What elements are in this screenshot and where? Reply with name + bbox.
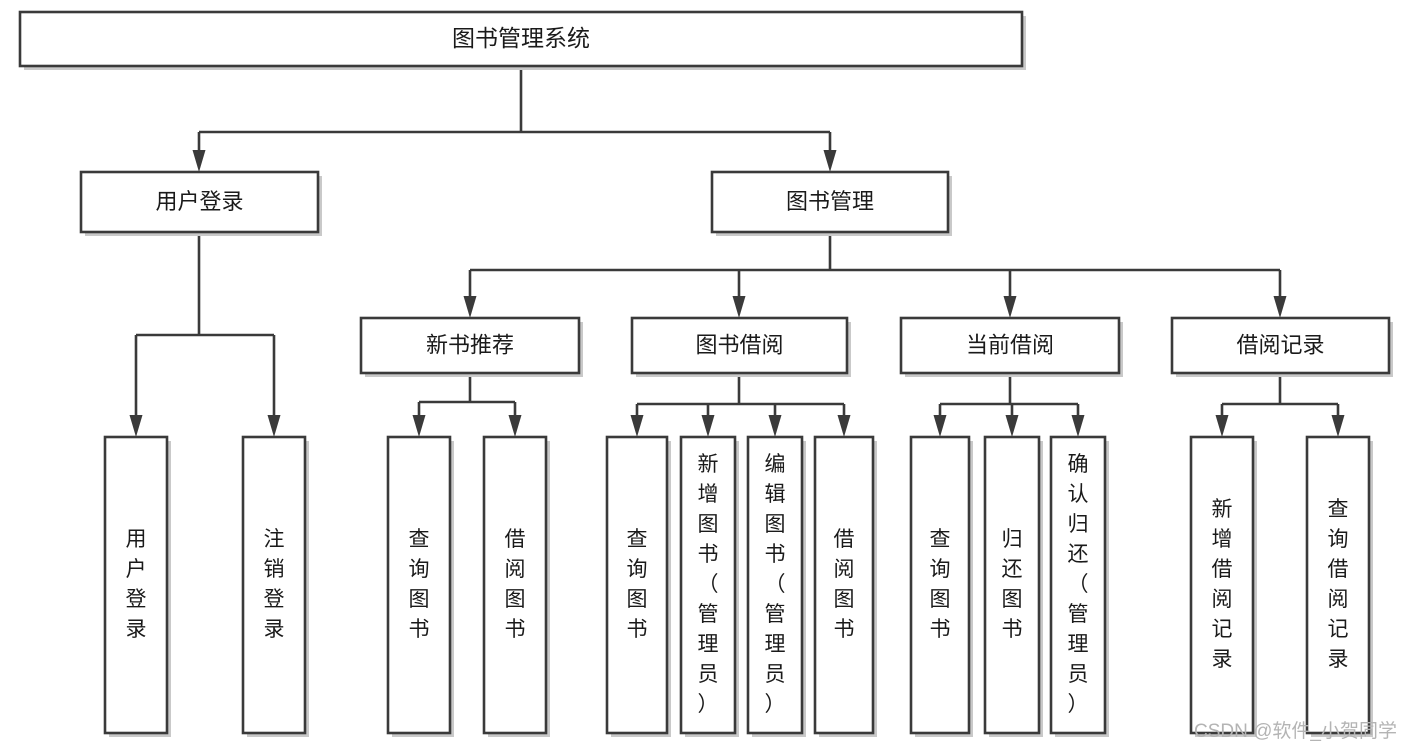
node-box[interactable]: [18, 10, 1024, 68]
node-box[interactable]: [103, 435, 169, 735]
node-label: 新增图书（管理员）: [698, 453, 719, 716]
arrow-head-icon: [630, 415, 644, 437]
node-l_nr_borrow[interactable]: 借阅图书: [482, 435, 550, 737]
connector-new-rec-to-leaves: [412, 373, 522, 437]
node-l_user_logout[interactable]: 注销登录: [241, 435, 309, 737]
arrow-head-icon: [129, 415, 143, 437]
edges-layer: [129, 66, 1345, 437]
node-box[interactable]: [630, 316, 849, 375]
arrow-head-icon: [1331, 415, 1345, 437]
node-label: 图书借阅: [695, 332, 783, 357]
node-label: 用户登录: [126, 528, 147, 641]
node-label: 图书管理: [786, 189, 874, 214]
node-box[interactable]: [679, 435, 737, 735]
node-l_bb_add[interactable]: 新增图书（管理员）: [679, 435, 739, 737]
node-l_cb_confirm[interactable]: 确认归还（管理员）: [1049, 435, 1109, 737]
node-label: 编辑图书（管理员）: [765, 453, 786, 716]
node-label: 借阅图书: [834, 528, 855, 641]
node-box[interactable]: [899, 316, 1121, 375]
node-n_new_rec[interactable]: 新书推荐: [359, 316, 583, 377]
node-n_book_mgmt[interactable]: 图书管理: [710, 170, 952, 236]
arrow-head-icon: [1273, 296, 1287, 318]
node-box[interactable]: [482, 435, 548, 735]
node-l_rec_add[interactable]: 新增借阅记录: [1189, 435, 1257, 737]
node-box[interactable]: [746, 435, 804, 735]
nodes-layer: 图书管理系统用户登录图书管理新书推荐图书借阅当前借阅借阅记录用户登录注销登录查询…: [18, 10, 1393, 737]
arrow-head-icon: [192, 150, 206, 172]
arrow-head-icon: [1071, 415, 1085, 437]
node-n_current[interactable]: 当前借阅: [899, 316, 1123, 377]
node-box[interactable]: [813, 435, 875, 735]
node-label: 查询图书: [409, 528, 430, 641]
arrow-head-icon: [463, 296, 477, 318]
node-label: 注销登录: [264, 528, 285, 641]
node-l_nr_query[interactable]: 查询图书: [386, 435, 454, 737]
connector-root-to-level2: [192, 66, 837, 172]
node-box[interactable]: [359, 316, 581, 375]
connector-borrow-to-leaves: [630, 373, 851, 437]
node-label: 当前借阅: [966, 332, 1054, 357]
connector-record-to-leaves: [1215, 373, 1345, 437]
node-n_record[interactable]: 借阅记录: [1170, 316, 1393, 377]
node-l_bb_borrow[interactable]: 借阅图书: [813, 435, 877, 737]
node-label: 查询图书: [930, 528, 951, 641]
node-label: 用户登录: [155, 189, 243, 214]
node-l_cb_return[interactable]: 归还图书: [983, 435, 1043, 737]
node-box[interactable]: [1049, 435, 1107, 735]
node-label: 新书推荐: [426, 332, 514, 357]
node-box[interactable]: [79, 170, 320, 234]
node-box[interactable]: [710, 170, 950, 234]
node-n_user_login[interactable]: 用户登录: [79, 170, 322, 236]
node-box[interactable]: [386, 435, 452, 735]
node-box[interactable]: [909, 435, 971, 735]
node-box[interactable]: [1189, 435, 1255, 735]
node-l_user_login[interactable]: 用户登录: [103, 435, 171, 737]
node-box[interactable]: [983, 435, 1041, 735]
node-l_bb_query[interactable]: 查询图书: [605, 435, 671, 737]
node-l_rec_query[interactable]: 查询借阅记录: [1305, 435, 1373, 737]
arrow-head-icon: [701, 415, 715, 437]
csdn-watermark: CSDN @软件_小贺同学: [1194, 721, 1397, 742]
connector-user-login-to-leaves: [129, 232, 281, 437]
node-l_cb_query[interactable]: 查询图书: [909, 435, 973, 737]
arrow-head-icon: [823, 150, 837, 172]
node-label: 新增借阅记录: [1212, 498, 1233, 671]
node-box[interactable]: [1170, 316, 1391, 375]
arrow-head-icon: [1215, 415, 1229, 437]
arrow-head-icon: [1005, 415, 1019, 437]
node-label: 查询图书: [627, 528, 648, 641]
node-label: 图书管理系统: [452, 25, 590, 51]
arrow-head-icon: [1003, 296, 1017, 318]
arrow-head-icon: [732, 296, 746, 318]
node-label: 归还图书: [1002, 528, 1023, 641]
node-label: 借阅记录: [1236, 332, 1324, 357]
arrow-head-icon: [837, 415, 851, 437]
arrow-head-icon: [267, 415, 281, 437]
connector-current-to-leaves: [933, 373, 1085, 437]
arrow-head-icon: [412, 415, 426, 437]
connector-book-mgmt-to-level3: [463, 232, 1287, 318]
node-label: 确认归还（管理员）: [1068, 453, 1089, 716]
arrow-head-icon: [933, 415, 947, 437]
node-n_borrow[interactable]: 图书借阅: [630, 316, 851, 377]
node-label: 查询借阅记录: [1328, 498, 1349, 671]
node-l_bb_edit[interactable]: 编辑图书（管理员）: [746, 435, 806, 737]
node-box[interactable]: [1305, 435, 1371, 735]
node-box[interactable]: [241, 435, 307, 735]
node-box[interactable]: [605, 435, 669, 735]
arrow-head-icon: [768, 415, 782, 437]
node-root[interactable]: 图书管理系统: [18, 10, 1026, 70]
node-label: 借阅图书: [505, 528, 526, 641]
arrow-head-icon: [508, 415, 522, 437]
